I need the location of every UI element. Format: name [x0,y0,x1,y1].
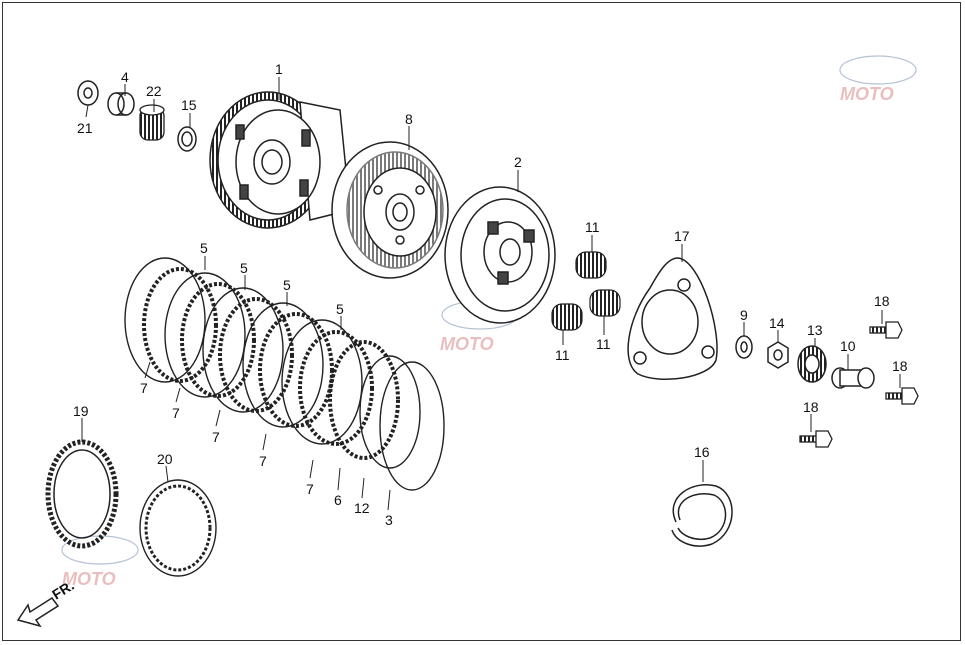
label-part-13: 13 [807,322,823,338]
part-labels: 1 4 22 15 21 8 2 11 11 11 17 9 14 13 10 … [73,61,908,528]
label-part-5-d: 5 [336,301,344,317]
label-part-20: 20 [157,451,173,467]
part-15-washer [177,126,197,152]
part-11-spring-b [589,289,621,317]
part-18-bolt-a [869,321,903,339]
part-8-clutch-center [331,141,449,279]
label-part-10: 10 [840,338,856,354]
label-part-3: 3 [385,512,393,528]
label-part-17: 17 [674,228,690,244]
label-part-5-b: 5 [240,260,248,276]
part-11-spring-c [551,303,583,331]
label-part-7-a: 7 [140,380,148,396]
label-part-15: 15 [181,97,197,113]
part-18-bolt-c [799,430,833,448]
part-22-needle-bearing [139,104,165,141]
part-11-spring-a [575,251,607,279]
part-4-bushing [107,92,135,116]
label-part-16: 16 [694,444,710,460]
part-19-friction-plate [45,439,119,549]
watermark-text: MOTO [440,334,494,354]
watermark-top-right: MOTO [839,55,917,104]
part-13-bearing [797,345,827,383]
label-part-7-c: 7 [212,429,220,445]
part-9-washer [735,335,753,359]
label-part-11-c: 11 [596,336,611,352]
part-16-snap-ring [671,484,733,547]
watermark-text: MOTO [840,84,894,104]
label-part-1: 1 [275,61,283,77]
label-part-6: 6 [334,492,342,508]
label-part-14: 14 [769,315,785,331]
label-part-18-a: 18 [874,293,890,309]
part-18-bolt-b [885,387,919,405]
watermark-text: MOTO [62,569,116,589]
label-part-2: 2 [514,154,522,170]
part-10-lifter-piece [831,367,875,389]
label-part-7-b: 7 [172,405,180,421]
label-part-7-e: 7 [306,481,314,497]
label-part-18-c: 18 [803,399,819,415]
label-part-22: 22 [146,83,162,99]
label-part-18-b: 18 [892,358,908,374]
label-part-12: 12 [354,500,370,516]
label-part-7-d: 7 [259,453,267,469]
part-21-washer [77,80,99,106]
part-20-clutch-plate [139,479,217,577]
label-part-8: 8 [405,111,413,127]
leader-lines [81,77,901,511]
front-direction-arrow: FR. [16,577,77,628]
part-14-nut [767,341,789,369]
clutch-plate-stack [124,257,445,491]
label-part-9: 9 [740,307,748,323]
label-part-19: 19 [73,403,89,419]
label-part-11-b: 11 [555,347,570,363]
label-part-21: 21 [77,120,93,136]
label-part-5-c: 5 [283,277,291,293]
label-part-4: 4 [121,69,129,85]
part-1-clutch-outer [209,91,351,229]
label-part-5-a: 5 [200,240,208,256]
label-part-11-a: 11 [585,219,600,235]
part-2-pressure-plate [444,186,556,324]
part-17-lifter-plate [627,257,718,380]
